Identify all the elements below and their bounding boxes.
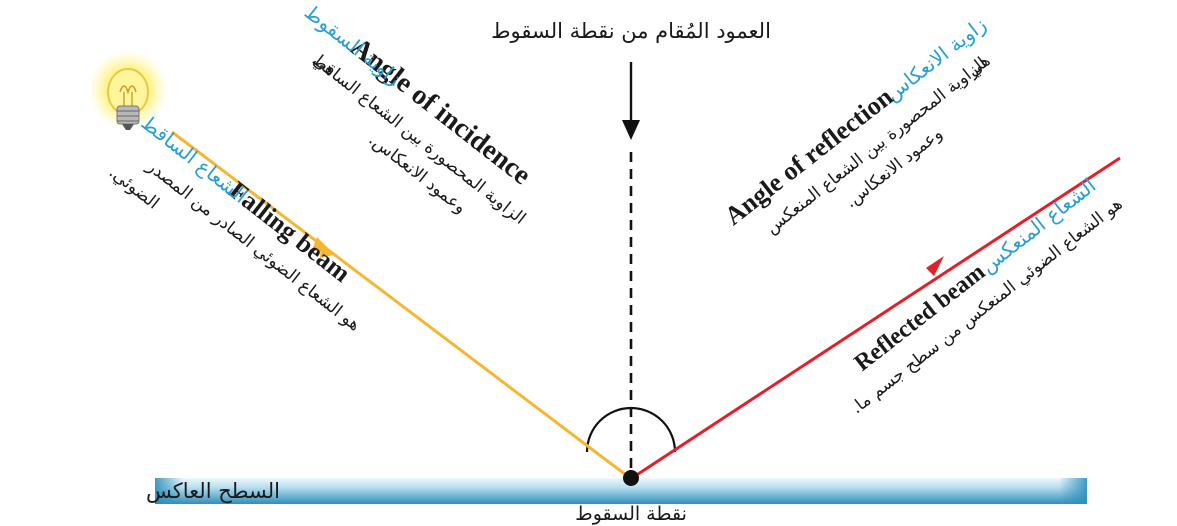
incidence-point-label: نقطة السقوط (575, 503, 687, 525)
falling-beam-block: Falling beam الشعاع الساقط هو الشعاع الض… (101, 107, 387, 357)
reflective-surface-label: السطح العاكس (146, 479, 280, 503)
reflective-surface-edge (155, 478, 1087, 504)
reflected-ray-arrowhead (926, 256, 944, 276)
reflected-beam-definition-line1: هو الشعاع الضوئي المنعكس من سطح جسم ما. (847, 194, 1126, 418)
incidence-point (623, 470, 639, 486)
reflection-angle-block: زاوية الانعكاس Angle of reflection هي ال… (719, 9, 1026, 276)
reflection-angle-definition-line1: الزاوية المحصورة بين الشعاع المنعكس (762, 53, 991, 238)
normal-label: العمود المُقام من نقطة السقوط (491, 19, 771, 43)
normal-arrow-head (622, 120, 640, 140)
reflected-beam-block: الشعاع المنعكس Reflected beam هو الشعاع … (826, 166, 1127, 418)
